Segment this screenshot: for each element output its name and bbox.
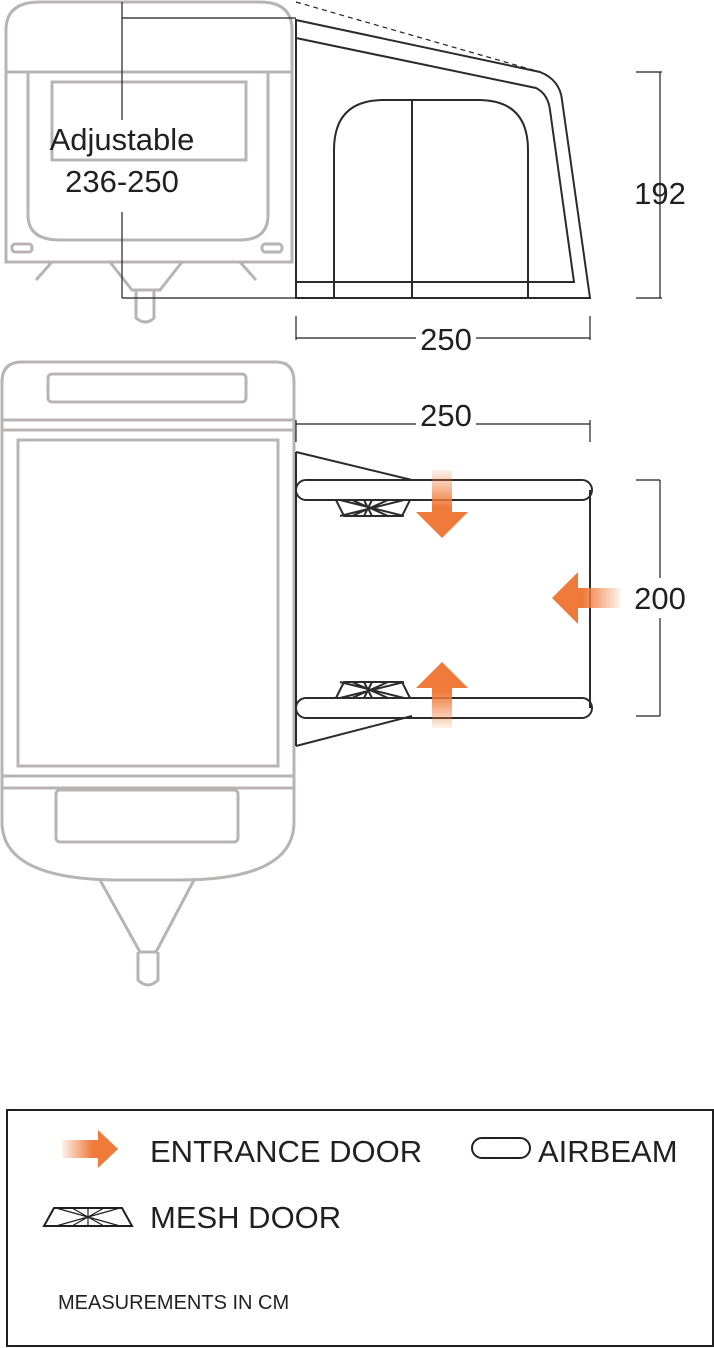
legend-box	[6, 1109, 714, 1347]
depth-dimension	[636, 479, 661, 717]
width-label-side: 250	[420, 322, 472, 357]
entrance-door-legend-icon	[62, 1130, 118, 1168]
adjustable-label: Adjustable	[50, 122, 195, 157]
measurements-note: MEASUREMENTS IN CM	[58, 1292, 289, 1314]
awning-side-view	[295, 18, 592, 299]
entrance-door-arrow-top	[416, 470, 468, 538]
depth-label: 200	[634, 581, 686, 616]
width-dimension-plan	[295, 420, 591, 442]
height-dimension	[636, 71, 662, 299]
airbeam-legend-icon	[471, 1137, 531, 1159]
width-dimension-side	[295, 316, 591, 340]
legend-airbeam: AIRBEAM	[538, 1134, 678, 1169]
height-label: 192	[634, 176, 686, 211]
mesh-door-legend-icon	[42, 1207, 134, 1227]
adjustable-range-label: 236-250	[65, 164, 179, 199]
width-label-plan: 250	[420, 398, 472, 433]
legend-mesh-door: MESH DOOR	[150, 1200, 341, 1235]
caravan-plan-view	[0, 360, 296, 987]
entrance-door-arrow-bottom	[416, 662, 468, 728]
caravan-rear-view	[4, 0, 294, 324]
adjustable-dimension	[121, 1, 541, 299]
legend-entrance-door: ENTRANCE DOOR	[150, 1134, 422, 1169]
entrance-door-arrow-front	[552, 572, 620, 624]
